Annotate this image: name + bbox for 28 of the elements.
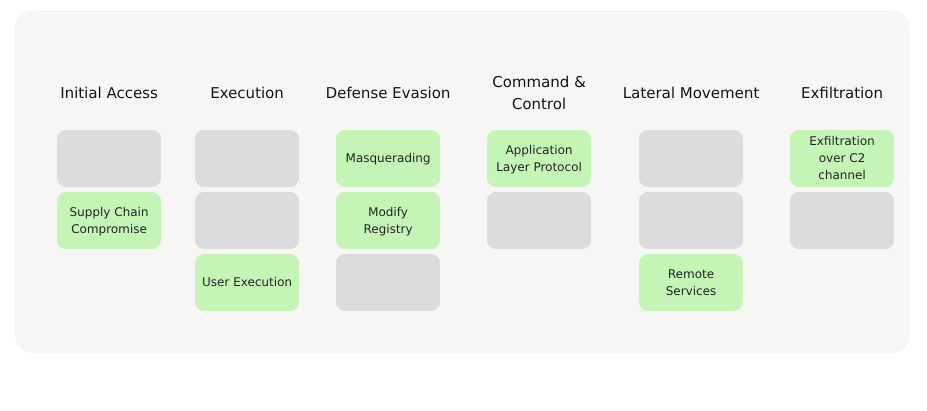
technique-name: Supply Chain Compromise <box>68 204 150 238</box>
technique-name: Masquerading <box>344 150 432 167</box>
technique-name: Application Layer Protocol <box>495 142 583 176</box>
empty-technique-box <box>487 192 591 249</box>
empty-technique-box <box>57 130 161 187</box>
technique-box <box>639 254 743 311</box>
column-heading: Command & Control <box>491 72 587 115</box>
empty-technique-box <box>790 192 894 249</box>
column-heading: Execution <box>209 83 285 104</box>
empty-technique-box <box>195 192 299 249</box>
technique-box <box>57 192 161 249</box>
technique-box <box>336 192 440 249</box>
empty-technique-box <box>639 130 743 187</box>
technique-name: Modify Registry <box>362 204 414 238</box>
technique-box <box>790 130 894 187</box>
empty-technique-box <box>336 254 440 311</box>
column-heading: Defense Evasion <box>324 83 452 104</box>
technique-name: Exfiltration over C2 channel <box>808 133 876 184</box>
empty-technique-box <box>639 192 743 249</box>
technique-box <box>487 130 591 187</box>
column-heading: Initial Access <box>59 83 159 104</box>
technique-name: Remote Services <box>664 266 718 300</box>
column-heading: Exfiltration <box>800 83 884 104</box>
technique-box <box>195 254 299 311</box>
technique-name: User Execution <box>200 274 294 291</box>
technique-box <box>336 130 440 187</box>
column-heading: Lateral Movement <box>622 83 760 104</box>
empty-technique-box <box>195 130 299 187</box>
